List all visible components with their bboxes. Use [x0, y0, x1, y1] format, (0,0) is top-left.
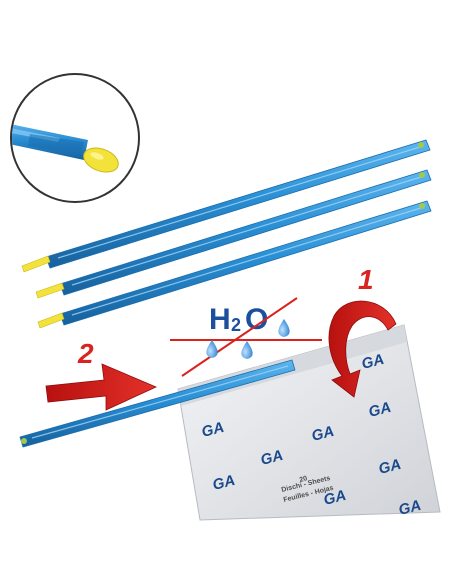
red-curved-arrow [328, 300, 397, 398]
zoom-detail-circle [10, 73, 140, 203]
svg-text:GA: GA [211, 472, 237, 494]
h2o-2: 2 [231, 315, 241, 335]
stick-inserted [19, 359, 296, 448]
step-2-label: 2 [77, 338, 94, 369]
h2o-h: H [209, 303, 231, 336]
svg-text:GA: GA [360, 351, 386, 373]
svg-text:GA: GA [322, 487, 348, 509]
water-drop-icon [206, 340, 218, 358]
svg-text:GA: GA [259, 447, 285, 469]
svg-text:GA: GA [200, 419, 226, 441]
svg-text:GA: GA [367, 399, 393, 421]
red-arrow-right [45, 363, 157, 411]
resealable-bag: GA GA GA GA GA GA GA GA GA 20 Dischi - S… [177, 324, 441, 521]
stick-1 [21, 139, 431, 273]
step-1-label: 1 [358, 264, 374, 295]
water-drop-icon [278, 319, 290, 337]
stick-3 [37, 200, 432, 329]
h2o-o: O [245, 303, 268, 336]
stick-2 [35, 169, 432, 299]
bag-count: 20 [299, 475, 308, 484]
bag-logo-pattern: GA GA GA GA GA GA GA GA GA [200, 351, 423, 519]
water-drop-icon [241, 341, 253, 359]
svg-text:GA: GA [310, 423, 336, 445]
no-water-cross: H 2 O [170, 297, 322, 377]
svg-text:GA: GA [397, 497, 423, 519]
svg-text:GA: GA [377, 456, 403, 478]
